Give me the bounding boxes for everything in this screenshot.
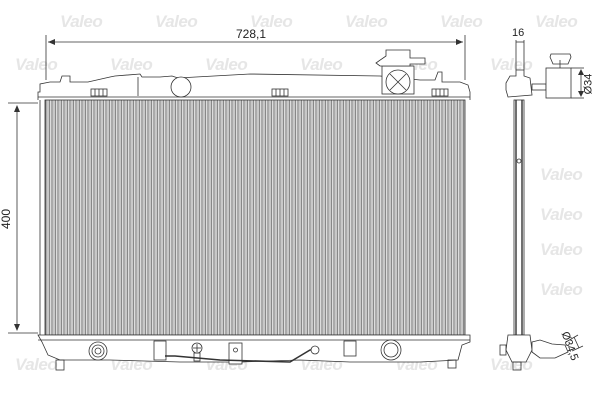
front-view bbox=[37, 49, 471, 371]
filler-cap bbox=[375, 49, 426, 95]
thickness-dimension-label: 16 bbox=[512, 27, 525, 39]
upper-inlet-pipe bbox=[170, 76, 192, 98]
bottom-tank bbox=[37, 334, 471, 371]
top-tank bbox=[37, 49, 471, 100]
radiator-core bbox=[44, 99, 466, 336]
width-dimension bbox=[45, 35, 466, 80]
height-dimension-label: 400 bbox=[0, 208, 14, 230]
lower-outlet-fitting bbox=[531, 339, 569, 359]
side-view bbox=[499, 40, 572, 371]
drain-plug bbox=[88, 341, 108, 361]
width-dimension-label: 728,1 bbox=[236, 27, 267, 41]
upper-diameter-label: Ø34 bbox=[582, 73, 595, 95]
lower-diameter-dimension bbox=[565, 334, 584, 352]
upper-outlet-fitting bbox=[545, 67, 572, 99]
upper-diameter-dimension bbox=[571, 67, 584, 99]
height-dimension bbox=[8, 102, 38, 334]
